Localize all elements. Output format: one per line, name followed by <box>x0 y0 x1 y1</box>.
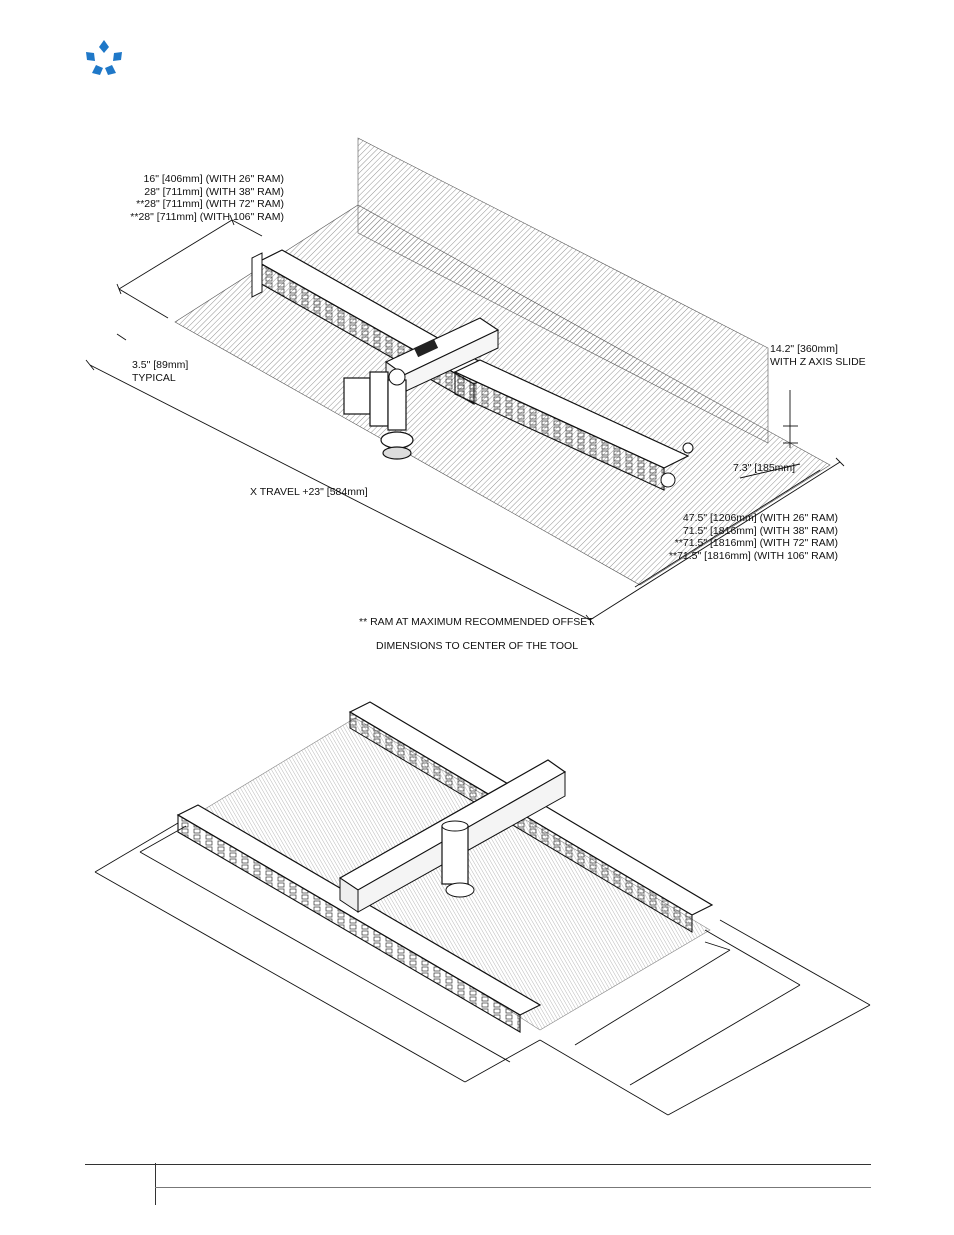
overall-label: 71.5" [1816mm] (WITH 38" RAM) <box>682 524 838 537</box>
typical-offset-label: 3.5" [89mm] TYPICAL <box>132 359 188 384</box>
y-travel-label: **28" [711mm] (WITH 72" RAM) <box>136 198 284 210</box>
typical-offset-value: 3.5" [89mm] <box>132 359 189 371</box>
side-offset-label: 7.3" [185mm] <box>733 462 796 474</box>
x-travel-label: X TRAVEL +23" [584mm] <box>250 486 368 498</box>
top-isometric-view <box>85 137 845 626</box>
company-logo-icon <box>86 40 122 75</box>
dimension-lines-top <box>85 214 845 626</box>
overall-label: 47.5" [1206mm] (WITH 26" RAM) <box>682 512 838 524</box>
bottom-isometric-view <box>94 701 871 1116</box>
ram-column <box>343 368 414 460</box>
z-slide-label: 14.2" [360mm] WITH Z AXIS SLIDE <box>770 343 866 368</box>
ram-offset-note: ** RAM AT MAXIMUM RECOMMENDED OFFSET <box>359 616 594 628</box>
y-travel-labels: 16" [406mm] (WITH 26" RAM) 28" [711mm] (… <box>98 173 284 223</box>
dimensions-note: DIMENSIONS TO CENTER OF THE TOOL <box>376 640 579 652</box>
typical-offset-note: TYPICAL <box>132 371 176 384</box>
front-rail <box>453 359 694 491</box>
z-slide-value: 14.2" [360mm] <box>770 343 838 355</box>
overall-label: **71.5" [1816mm] (WITH 106" RAM) <box>668 549 838 562</box>
overall-label: **71.5" [1816mm] (WITH 72" RAM) <box>674 537 838 549</box>
z-slide-note: WITH Z AXIS SLIDE <box>770 355 866 368</box>
footer-rule-vertical <box>155 1163 156 1205</box>
footer-rule-top <box>85 1164 871 1165</box>
y-travel-label: 28" [711mm] (WITH 38" RAM) <box>144 185 284 198</box>
y-travel-label: 16" [406mm] (WITH 26" RAM) <box>143 173 284 185</box>
ram-column-bottom <box>441 820 475 898</box>
overall-labels: 47.5" [1206mm] (WITH 26" RAM) 71.5" [181… <box>640 512 838 562</box>
footer-rule-bottom <box>155 1187 871 1188</box>
dimension-lines-bottom <box>94 822 871 1116</box>
y-travel-label: **28" [711mm] (WITH 106" RAM) <box>130 210 284 223</box>
